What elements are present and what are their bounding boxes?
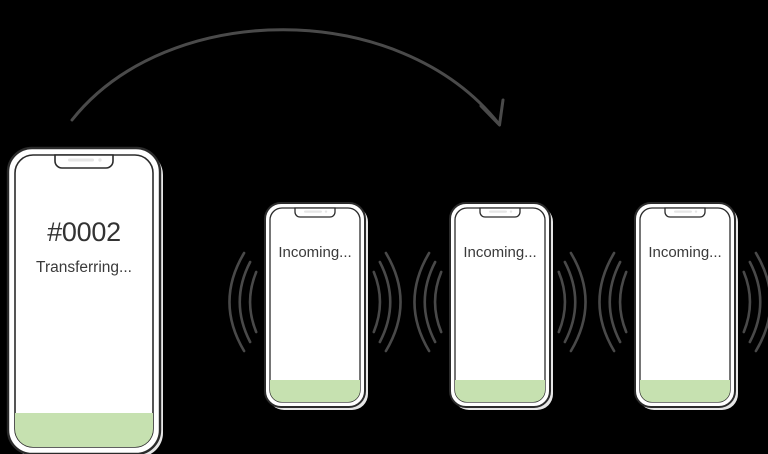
device-sender-phone[interactable]	[6, 146, 163, 454]
signal-waves-left-of-phone-3	[598, 251, 628, 353]
signal-arc	[557, 270, 567, 334]
signal-waves-left-of-phone-2	[413, 251, 443, 353]
notch-camera-icon	[98, 158, 102, 162]
sender-phone-ticket-number: #0002	[47, 217, 121, 247]
signal-waves-left-of-phone-1	[228, 251, 258, 353]
device-receiver-phone-2[interactable]	[449, 202, 553, 410]
signal-arc	[228, 251, 246, 353]
progress-accent-bar	[455, 380, 545, 402]
progress-accent-bar	[270, 380, 360, 402]
device-screen	[269, 207, 361, 403]
notch-camera-icon	[509, 210, 513, 213]
signal-waves-right-of-phone-2	[557, 251, 587, 353]
notch-speaker-grill-icon	[304, 210, 322, 213]
arrow-head-icon	[479, 98, 505, 127]
signal-arc	[248, 270, 258, 334]
signal-arc	[748, 260, 762, 344]
progress-accent-bar	[15, 413, 153, 447]
signal-arc	[413, 251, 431, 353]
notch-speaker-grill-icon	[674, 210, 692, 213]
signal-arc	[569, 251, 587, 353]
device-screen	[454, 207, 546, 403]
signal-arc	[598, 251, 616, 353]
transfer-flow-arrow	[70, 28, 505, 127]
notch-speaker-grill-icon	[489, 210, 507, 213]
signal-arc	[608, 260, 622, 344]
receiver-phone-2-incoming-status: Incoming...	[463, 244, 537, 261]
signal-waves-right-of-phone-1	[372, 251, 402, 353]
progress-accent-bar	[640, 380, 730, 402]
notch-camera-icon	[324, 210, 328, 213]
signal-arc	[378, 260, 392, 344]
signal-waves-right-of-phone-3	[742, 251, 768, 353]
signal-arc	[754, 251, 768, 353]
signal-arc	[423, 260, 437, 344]
signal-arc	[742, 270, 752, 334]
signal-arc	[433, 270, 443, 334]
notch-camera-icon	[694, 210, 698, 213]
signal-arc	[618, 270, 628, 334]
signal-arc	[372, 270, 382, 334]
device-screen	[14, 154, 154, 448]
device-receiver-phone-3[interactable]	[634, 202, 738, 410]
signal-arc	[384, 251, 402, 353]
device-receiver-phone-1[interactable]	[264, 202, 368, 410]
signal-arc	[563, 260, 577, 344]
arrow-shaft	[70, 28, 501, 126]
notch-speaker-grill-icon	[68, 158, 94, 162]
device-screen	[639, 207, 731, 403]
sender-phone-transfer-status: Transferring...	[36, 259, 132, 276]
signal-arc	[238, 260, 252, 344]
receiver-phone-3-incoming-status: Incoming...	[648, 244, 722, 261]
receiver-phone-1-incoming-status: Incoming...	[278, 244, 352, 261]
